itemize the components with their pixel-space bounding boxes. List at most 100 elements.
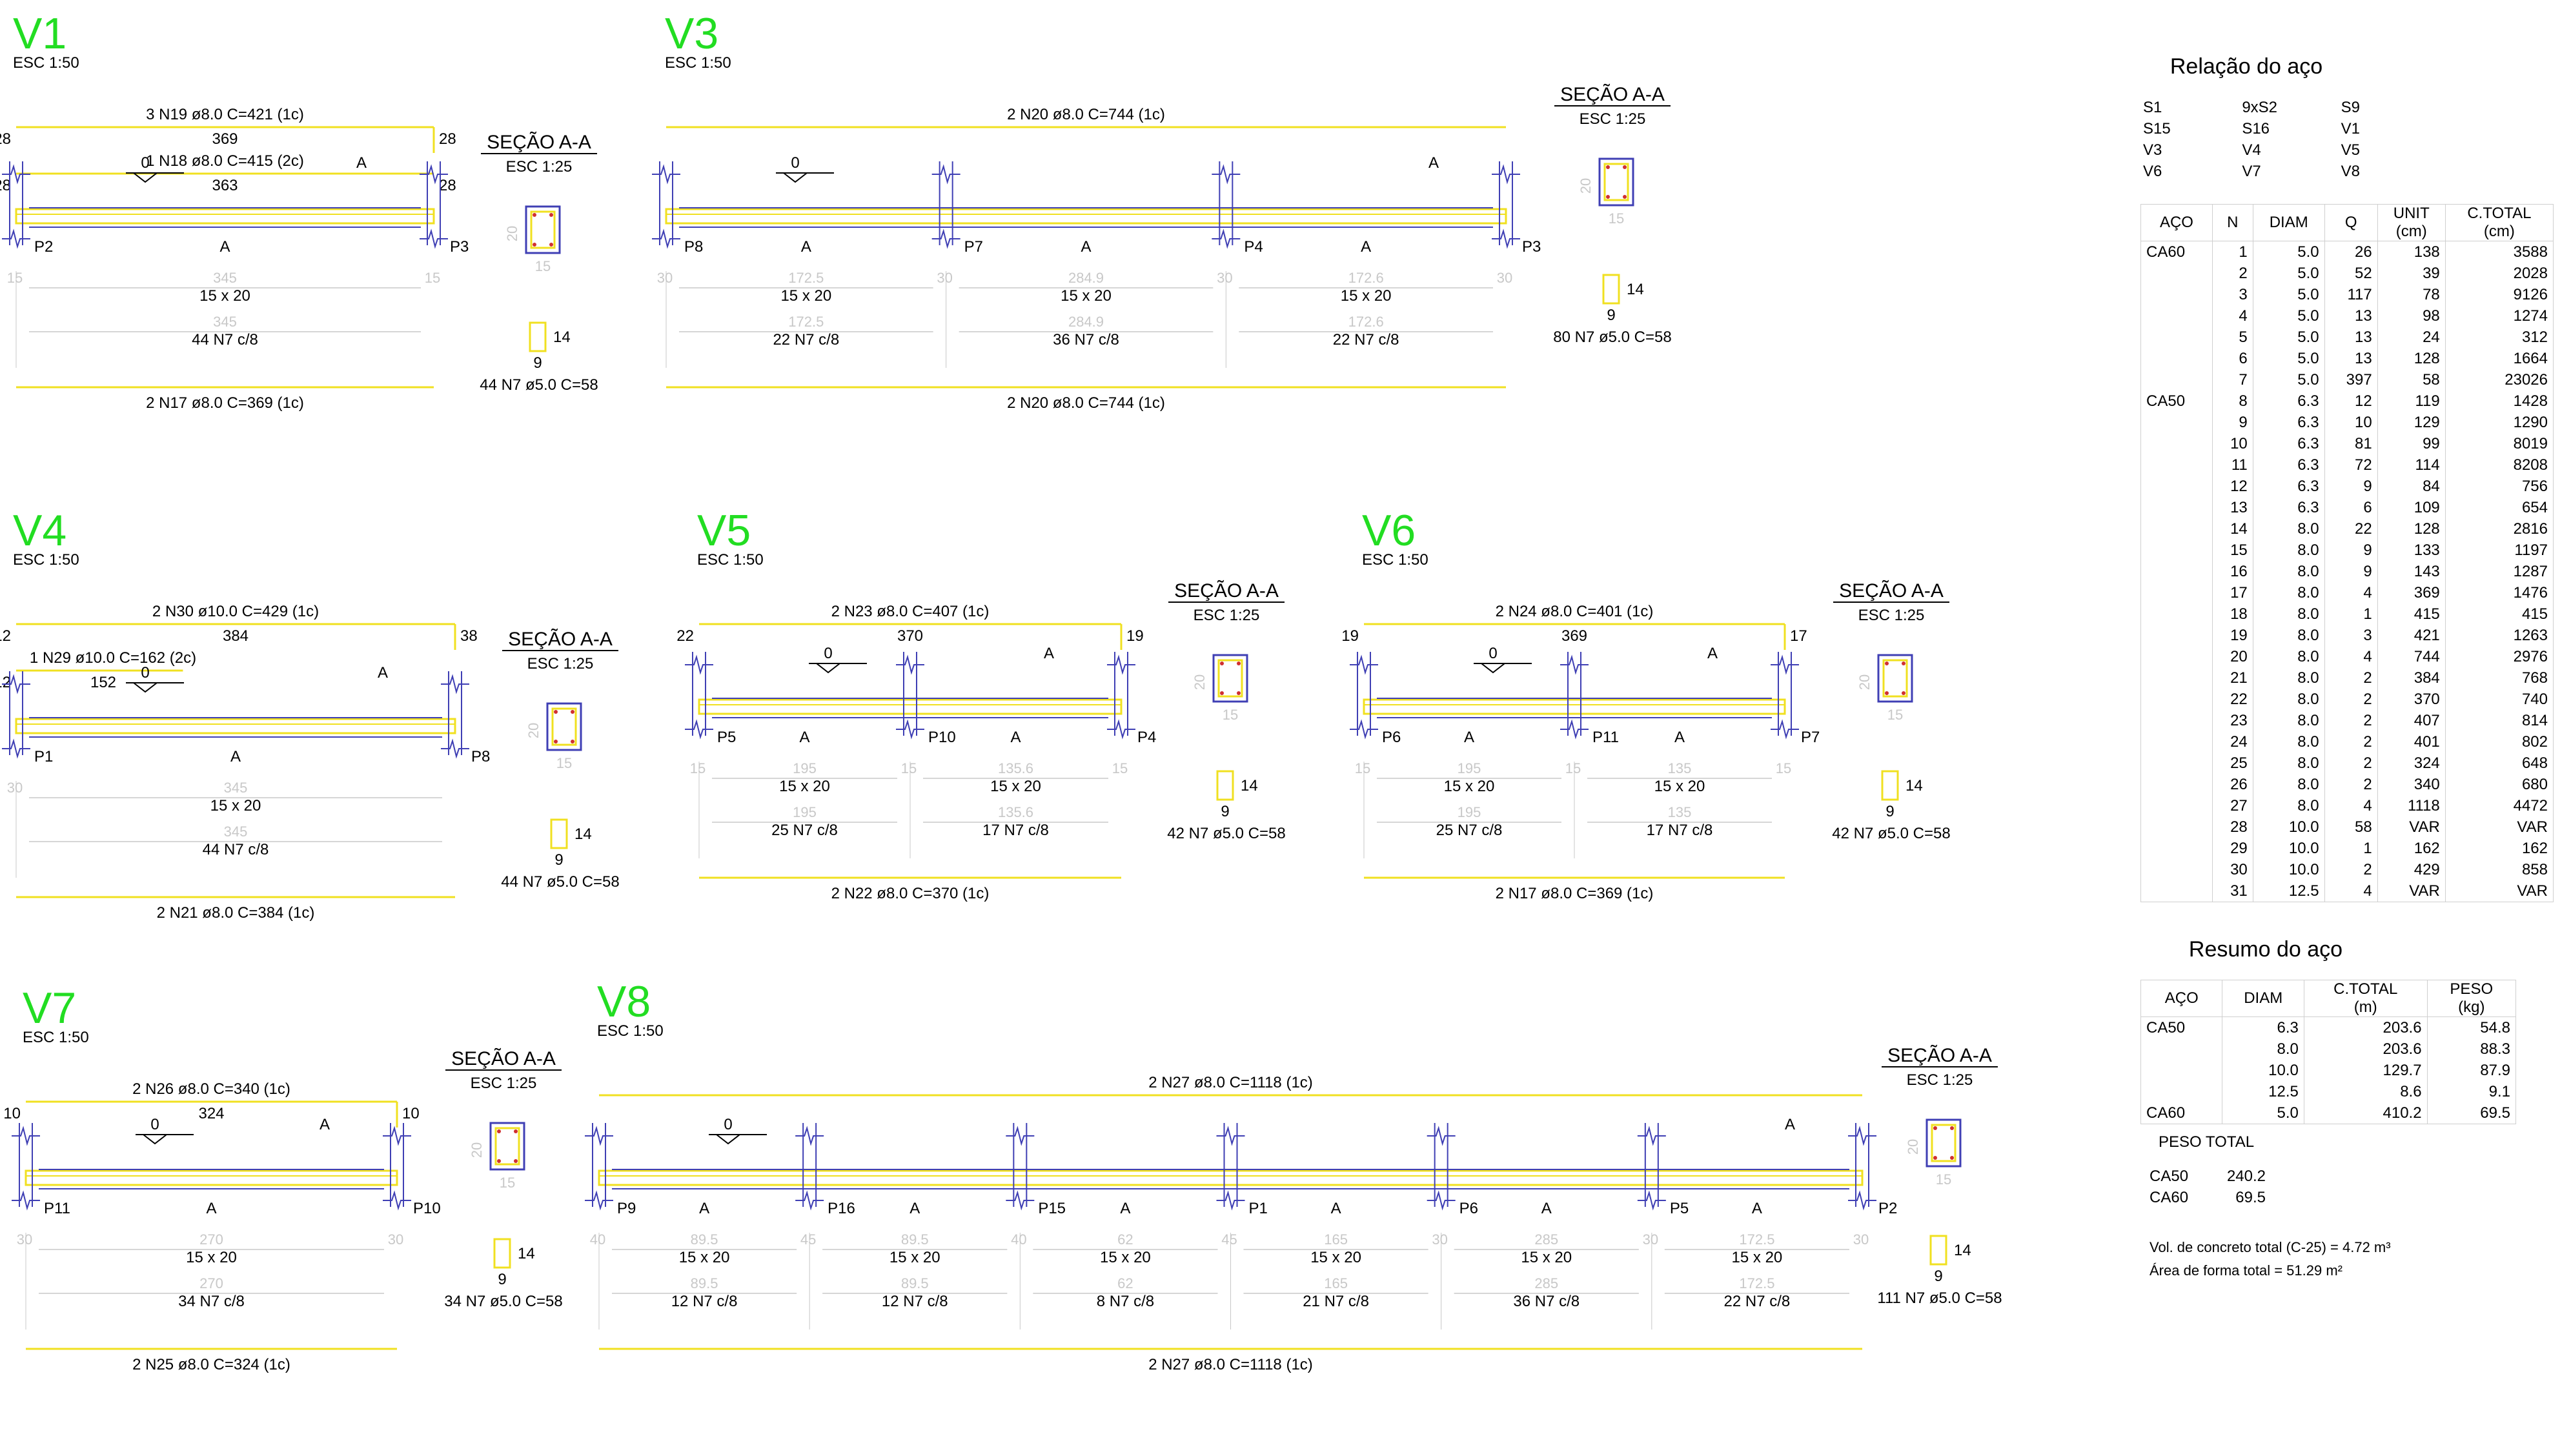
span-stirrups: 21 N7 c/8 (1303, 1293, 1369, 1310)
span-stirrups: 22 N7 c/8 (1724, 1293, 1791, 1310)
table-header-cell: DIAM (2252, 204, 2325, 241)
table-cell: 858 (2444, 859, 2554, 880)
span-stirrups: 8 N7 c/8 (1097, 1293, 1154, 1310)
section-bar (1902, 662, 1905, 665)
section-bar (1950, 1126, 1954, 1130)
span-length-repeat: 89.5 (691, 1275, 718, 1291)
relacao-group-item: S9 (2341, 99, 2361, 116)
section-bar (1623, 195, 1627, 199)
section-bar (571, 710, 574, 714)
column-break-icon (383, 1126, 411, 1146)
concrete-volume: Vol. de concreto total (C-25) = 4.72 m³ (2149, 1239, 2391, 1255)
span-length: 172.5 (788, 270, 824, 286)
table-cell: 10 (2324, 412, 2378, 433)
section-scale: ESC 1:25 (471, 1075, 537, 1092)
top-bar-left-hook: 22 (676, 627, 694, 645)
span-length-repeat: 172.6 (1348, 314, 1384, 330)
table-cell: CA60 (2140, 1102, 2223, 1124)
table-cell: 78 (2377, 284, 2446, 305)
table-cell: 410.2 (2303, 1102, 2428, 1124)
span-length-repeat: 89.5 (901, 1275, 929, 1291)
column-break-icon (1350, 654, 1378, 675)
table-cell (2140, 625, 2213, 646)
section-mark: A (801, 238, 811, 256)
table-header-cell: Q (2324, 204, 2378, 241)
support-width: 15 (7, 270, 23, 286)
table-cell (2140, 369, 2213, 390)
section-mark: A (1120, 1200, 1130, 1217)
table-cell: 22 (2324, 518, 2378, 540)
table-cell: 143 (2377, 561, 2446, 582)
stirrup-dim-a: 14 (574, 825, 592, 843)
level-value: 0 (724, 1116, 732, 1133)
table-cell: 2 (2324, 689, 2378, 710)
span-length-repeat: 135.6 (998, 804, 1033, 820)
section-scale: ESC 1:25 (506, 158, 573, 176)
table-cell: 99 (2377, 433, 2446, 454)
table-cell: 9126 (2444, 284, 2554, 305)
table-cell: 8.0 (2252, 795, 2325, 816)
level-value: 0 (791, 154, 799, 172)
table-cell (2140, 561, 2213, 582)
table-cell: 768 (2444, 667, 2554, 689)
table-cell: 26 (2324, 241, 2378, 263)
table-cell: 8208 (2444, 454, 2554, 476)
table-cell (2140, 710, 2213, 731)
table-cell: 648 (2444, 753, 2554, 774)
top-bar-length: 369 (1561, 627, 1587, 645)
table-cell: 14 (2211, 518, 2253, 540)
table-cell (2140, 476, 2213, 497)
span-length: 135.6 (998, 760, 1033, 776)
bottom-bar-note: 2 N22 ø8.0 C=370 (1c) (831, 885, 990, 902)
span-section-size: 15 x 20 (889, 1249, 940, 1266)
relacao-group-item: V3 (2143, 141, 2162, 159)
section-mark: A (1361, 238, 1371, 256)
table-cell: 6.3 (2222, 1016, 2304, 1038)
column-break-icon (1212, 164, 1241, 185)
table-cell: 3588 (2444, 241, 2554, 263)
table-cell: 5.0 (2252, 369, 2325, 390)
table-cell: 1 (2324, 603, 2378, 625)
table-cell: 6 (2324, 497, 2378, 518)
table-cell: 15 (2211, 540, 2253, 561)
section-bar (533, 243, 536, 247)
table-cell: 8.0 (2252, 710, 2325, 731)
table-cell: 1197 (2444, 540, 2554, 561)
table-cell: 72 (2324, 454, 2378, 476)
stirrup-shape (550, 818, 568, 849)
section-bar (497, 1159, 501, 1163)
section-mark-top: A (1785, 1116, 1795, 1133)
support-label: P16 (828, 1200, 855, 1217)
top-bar-length: 369 (212, 130, 238, 148)
table-cell (2140, 603, 2213, 625)
span-section-size: 15 x 20 (1061, 287, 1112, 305)
table-cell: 8.0 (2252, 667, 2325, 689)
beam-body (665, 208, 1507, 225)
table-cell: 370 (2377, 689, 2446, 710)
stirrup-shape (1602, 274, 1620, 305)
support-width: 45 (800, 1231, 816, 1248)
table-cell (2140, 838, 2213, 859)
table-cell: 2 (2324, 710, 2378, 731)
section-mark-top: A (1707, 645, 1718, 662)
section-mark-top: A (1428, 154, 1439, 172)
table-cell: 128 (2377, 518, 2446, 540)
table-cell: 312 (2444, 327, 2554, 348)
level-marker-icon (776, 172, 834, 183)
table-cell: 8 (2211, 390, 2253, 412)
stirrup-dim-a: 14 (1627, 281, 1644, 298)
table-cell: 1664 (2444, 348, 2554, 369)
table-cell (2140, 1081, 2223, 1102)
section-mark: A (206, 1200, 216, 1217)
table-cell: 740 (2444, 689, 2554, 710)
table-cell: 8.0 (2222, 1038, 2304, 1060)
